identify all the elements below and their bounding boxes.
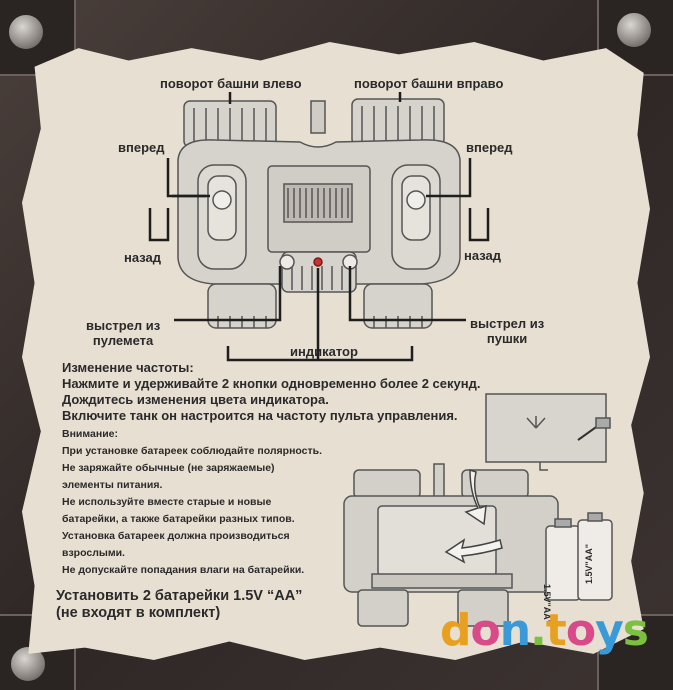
frequency-line: Дождитесь изменения цвета индикатора. — [62, 392, 329, 407]
frequency-line: Нажмите и удерживайте 2 кнопки одновреме… — [62, 376, 481, 391]
warning-line: Не используйте вместе старые и новые — [62, 496, 272, 508]
bolt-icon — [616, 12, 652, 48]
mg-fire-label-line2: пулемета — [92, 333, 154, 348]
warning-line: При установке батареек соблюдайте полярн… — [62, 445, 323, 457]
forward-left-label: вперед — [118, 140, 165, 155]
bolt-icon — [8, 14, 44, 50]
battery-line: (не входят в комплект) — [56, 605, 221, 621]
cannon-fire-label-line1: выстрел из — [470, 316, 545, 331]
warning-line: Установка батареек должна производиться — [62, 530, 290, 542]
back-right-label: назад — [464, 248, 502, 263]
warning-line: батарейки, а также батарейки разных типо… — [62, 513, 295, 525]
frequency-line: Включите танк он настроится на частоту п… — [62, 408, 458, 423]
battery-instructions: Установить 2 батарейки 1.5V “AA” (не вхо… — [56, 588, 302, 622]
turret-right-label: поворот башни вправо — [354, 76, 504, 91]
back-left-label: назад — [124, 250, 162, 265]
mg-fire-label: выстрел из пулемета — [86, 318, 160, 348]
frequency-heading: Изменение частоты: — [62, 360, 194, 375]
mg-fire-label-line1: выстрел из — [86, 318, 161, 333]
warning-line: Не заряжайте обычные (не заряжаемые) — [62, 462, 275, 474]
turret-left-label: поворот башни влево — [160, 76, 302, 91]
battery-line: Установить 2 батарейки 1.5V “AA” — [56, 588, 303, 604]
warning-heading: Внимание: — [62, 428, 118, 440]
indicator-label: индикатор — [290, 344, 358, 359]
battery-cell-label: 1.5V"AA" — [584, 543, 594, 584]
frequency-section: Изменение частоты: Нажмите и удерживайте… — [62, 360, 480, 424]
cannon-fire-label-line2: пушки — [486, 331, 528, 346]
warning-line: элементы питания. — [62, 479, 163, 491]
warning-line: взрослыми. — [62, 547, 125, 559]
watermark-logo: don.toys — [440, 605, 649, 656]
forward-right-label: вперед — [466, 140, 513, 155]
cannon-fire-label: выстрел из пушки — [470, 316, 544, 346]
warning-line: Не допускайте попадания влаги на батарей… — [62, 564, 305, 576]
warning-section: Внимание: При установке батареек соблюда… — [62, 426, 322, 579]
